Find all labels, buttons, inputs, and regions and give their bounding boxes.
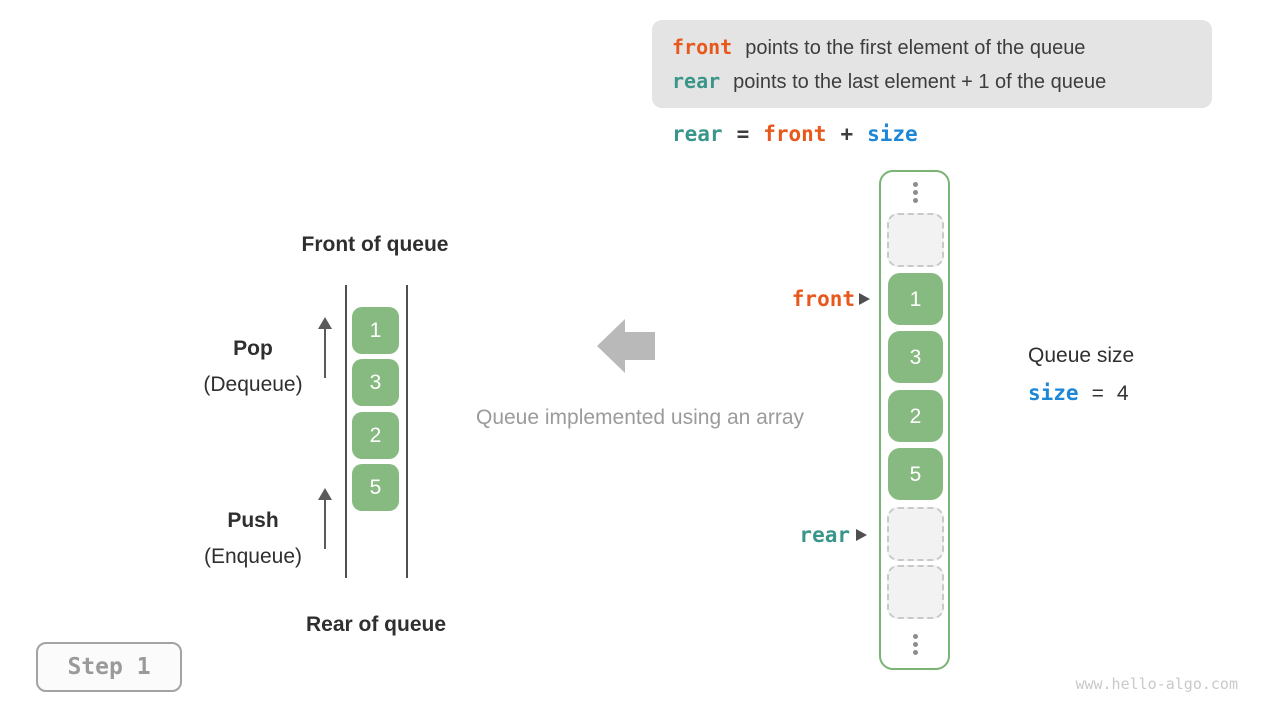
front-keyword: front xyxy=(672,34,733,59)
empty-array-slot xyxy=(887,507,944,561)
info-line-rear: rear points to the last element + 1 of t… xyxy=(672,69,1212,94)
left-queue-cell: 5 xyxy=(352,464,399,511)
rear-of-queue-label: Rear of queue xyxy=(305,613,447,636)
size-variable: size xyxy=(1028,381,1079,405)
left-queue-cell: 2 xyxy=(352,412,399,459)
rear-pointer-label: rear xyxy=(799,523,850,547)
empty-array-slot xyxy=(887,565,944,619)
dequeue-label: (Dequeue) xyxy=(203,373,303,396)
figure-caption: Queue implemented using an array xyxy=(475,406,805,429)
info-line-front: front points to the first element of the… xyxy=(672,35,1212,60)
left-block-arrow-icon xyxy=(597,319,655,373)
push-arrow-icon xyxy=(317,488,333,549)
channel-left-line xyxy=(345,285,347,578)
left-queue-cell: 1 xyxy=(352,307,399,354)
formula-size: size xyxy=(867,122,918,146)
formula-rear-front-size: rear = front + size xyxy=(672,124,918,145)
watermark: www.hello-algo.com xyxy=(1075,675,1238,693)
push-label: Push xyxy=(227,509,279,532)
array-cell: 5 xyxy=(888,448,943,500)
enqueue-label: (Enqueue) xyxy=(203,545,303,568)
step-badge: Step 1 xyxy=(36,642,182,692)
ellipsis-top-icon xyxy=(913,182,918,203)
pop-label: Pop xyxy=(233,337,273,360)
front-description: points to the first element of the queue xyxy=(745,36,1086,59)
left-queue-cell: 3 xyxy=(352,359,399,406)
array-cell: 1 xyxy=(888,273,943,325)
front-pointer-arrow-icon xyxy=(859,293,870,305)
rear-description: points to the last element + 1 of the qu… xyxy=(733,70,1107,93)
array-cell: 3 xyxy=(888,331,943,383)
formula-rear: rear xyxy=(672,122,723,146)
size-equals: = xyxy=(1091,382,1104,405)
pop-arrow-icon xyxy=(317,317,333,378)
rear-pointer-arrow-icon xyxy=(856,529,867,541)
channel-right-line xyxy=(406,285,408,578)
empty-array-slot xyxy=(887,213,944,267)
rear-keyword: rear xyxy=(672,68,721,93)
queue-size-value-line: size = 4 xyxy=(1028,381,1129,405)
front-of-queue-label: Front of queue xyxy=(301,233,449,256)
formula-front: front xyxy=(763,122,827,146)
queue-size-label: Queue size xyxy=(1028,344,1135,367)
ellipsis-bottom-icon xyxy=(913,634,918,655)
front-pointer-label: front xyxy=(791,287,855,311)
size-value: 4 xyxy=(1116,382,1129,405)
formula-plus: + xyxy=(840,122,854,146)
info-box: front points to the first element of the… xyxy=(652,20,1212,108)
formula-equals: = xyxy=(736,122,750,146)
array-cell: 2 xyxy=(888,390,943,442)
